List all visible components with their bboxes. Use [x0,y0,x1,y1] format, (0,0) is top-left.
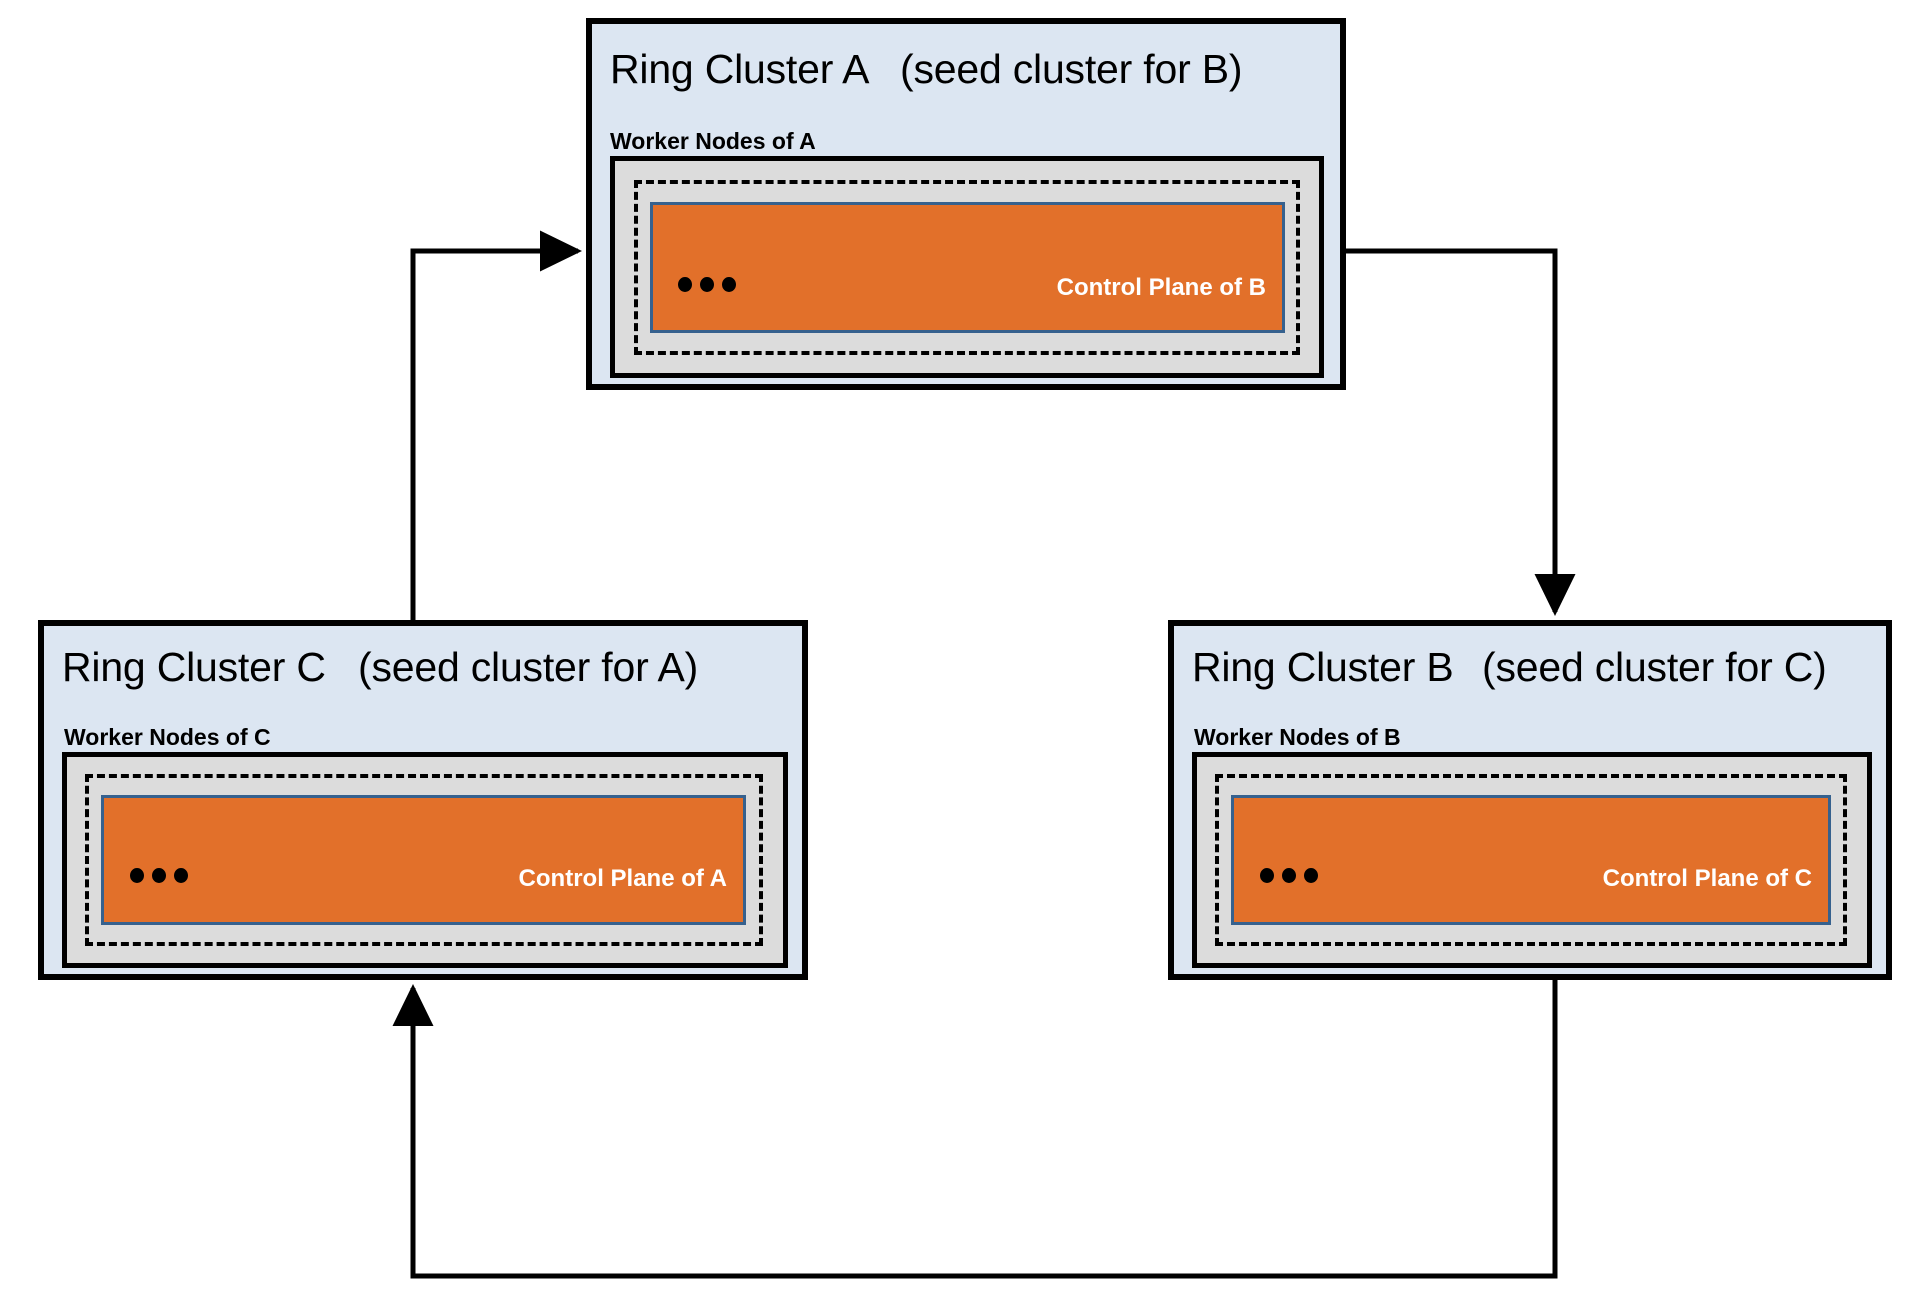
cluster-ring-cluster-c[interactable]: Ring Cluster C (seed cluster for A) Worke… [38,620,808,980]
cluster-a-control-plane-label: Control Plane of B [1056,274,1266,301]
cluster-a-title: Ring Cluster A (seed cluster for B) [610,46,1243,93]
cluster-b-name: Ring Cluster B [1192,644,1454,690]
cluster-a-worker-nodes-label: Worker Nodes of A [610,128,816,154]
cluster-ring-cluster-a[interactable]: Ring Cluster A (seed cluster for B) Worke… [586,18,1346,390]
cluster-b-ellipsis-icon [1260,868,1318,883]
cluster-c-seed-note: (seed cluster for A) [358,644,699,690]
cluster-b-worker-frame: Control Plane of C [1192,752,1872,968]
cluster-c-worker-frame: Control Plane of A [62,752,788,968]
cluster-b-control-plane-box[interactable]: Control Plane of C [1231,795,1831,925]
cluster-c-name: Ring Cluster C [62,644,326,690]
cluster-a-control-plane-box[interactable]: Control Plane of B [650,202,1285,333]
cluster-a-dashed-frame [634,180,1300,355]
cluster-a-name: Ring Cluster A [610,46,870,92]
cluster-c-dashed-frame [85,774,763,946]
cluster-b-worker-nodes-label: Worker Nodes of B [1194,724,1401,750]
cluster-a-ellipsis-icon [678,277,736,292]
cluster-a-seed-note: (seed cluster for B) [900,46,1243,92]
cluster-c-control-plane-box[interactable]: Control Plane of A [101,795,746,925]
cluster-b-dashed-frame [1215,774,1847,946]
cluster-c-ellipsis-icon [130,868,188,883]
cluster-b-title: Ring Cluster B (seed cluster for C) [1192,644,1827,691]
connector-a-to-b [1346,248,1576,617]
cluster-b-control-plane-label: Control Plane of C [1602,865,1812,892]
connector-c-to-a [410,230,583,620]
cluster-a-worker-frame: Control Plane of B [610,156,1324,378]
connector-b-to-c [392,980,1558,1279]
cluster-ring-cluster-b[interactable]: Ring Cluster B (seed cluster for C) Worke… [1168,620,1892,980]
cluster-c-worker-nodes-label: Worker Nodes of C [64,724,271,750]
cluster-c-control-plane-label: Control Plane of A [518,865,727,892]
cluster-b-seed-note: (seed cluster for C) [1482,644,1827,690]
cluster-c-title: Ring Cluster C (seed cluster for A) [62,644,698,691]
